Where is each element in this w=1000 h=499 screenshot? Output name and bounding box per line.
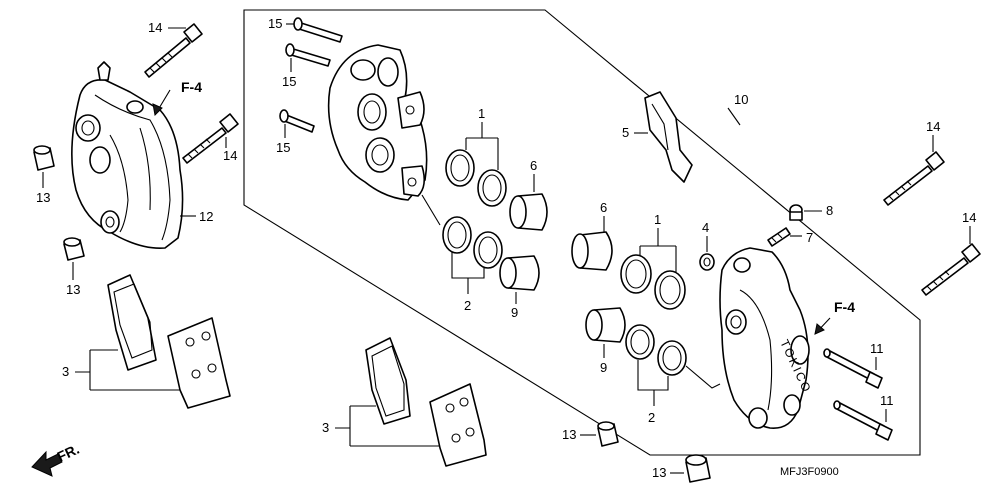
pin-11-upper [823,348,883,389]
bleeder-cap-8 [789,204,803,221]
label-13-b: 13 [66,282,80,297]
label-14-b: 14 [223,148,237,163]
label-15-b: 15 [282,74,296,89]
piston-9-upper [499,255,540,291]
piston-seals-upper [445,149,507,207]
diagram-code: MFJ3F0900 [780,466,839,478]
label-14-a: 14 [148,20,162,35]
left-caliper-body [71,61,184,249]
bolt-14-right-upper [883,151,945,206]
bolt-14-mid-left [182,113,239,164]
piston-9-lower [585,307,626,343]
pad-spring-5 [644,91,693,183]
ref-f4-left: F-4 [181,79,202,95]
piston-6-lower [571,231,613,271]
label-2-b: 2 [648,410,655,425]
bleeder-valve-7 [767,227,791,247]
svg-text:FR.: FR. [55,441,82,465]
dust-seals-upper [442,216,503,269]
piston-seals-lower [620,254,686,310]
label-5: 5 [622,125,629,140]
collar-13-left-lower [63,237,85,261]
label-9-a: 9 [511,305,518,320]
piston-6-upper [509,193,548,231]
label-13-d: 13 [652,465,666,480]
brake-pads-left [107,274,231,409]
label-11-a: 11 [870,341,884,356]
collar-13-bottom-center [597,421,619,447]
label-15-a: 15 [268,16,282,31]
front-direction-arrow: FR. [31,441,82,477]
label-4: 4 [702,220,709,235]
label-14-c: 14 [926,119,940,134]
bolt-15-low [279,109,315,133]
dust-seals-lower [625,324,687,376]
label-2-a: 2 [464,298,471,313]
caliper-outer-half: TOKICO [719,247,814,429]
bolt-15-top [293,17,343,43]
label-6-a: 6 [530,158,537,173]
label-8: 8 [826,203,833,218]
label-6-b: 6 [600,200,607,215]
bolt-14-right-lower [921,243,981,296]
brake-pads-center [365,337,487,467]
bolt-14-top-left [144,23,203,78]
label-7: 7 [806,230,813,245]
label-11-b: 11 [880,393,894,408]
collar-13-left-upper [33,145,55,171]
collar-13-bottom-right [685,454,711,483]
label-9-b: 9 [600,360,607,375]
bolt-15-mid [285,43,331,67]
label-1-a: 1 [478,106,485,121]
label-3-a: 3 [62,364,69,379]
label-14-d: 14 [962,210,976,225]
label-1-b: 1 [654,212,661,227]
pin-11-lower [833,400,893,441]
nut-4 [699,253,715,271]
label-13-c: 13 [562,427,576,442]
caliper-assembly-outline [243,9,921,456]
label-15-c: 15 [276,140,290,155]
label-13-a: 13 [36,190,50,205]
label-12: 12 [199,209,213,224]
caliper-inner-half [327,44,428,201]
label-10: 10 [734,92,748,107]
label-3-b: 3 [322,420,329,435]
ref-f4-right: F-4 [834,299,855,315]
